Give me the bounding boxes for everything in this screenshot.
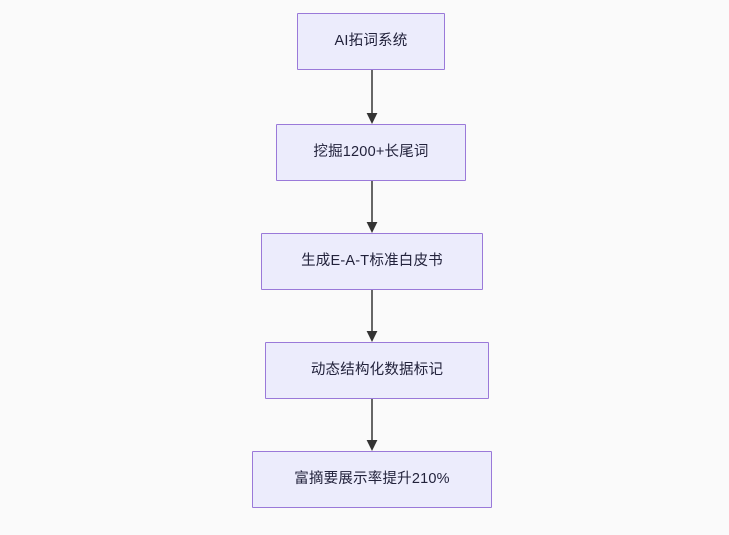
flow-node-2[interactable]: 挖掘1200+长尾词	[276, 124, 466, 181]
flow-node-4[interactable]: 动态结构化数据标记	[265, 342, 489, 399]
flow-edge-4-5	[363, 399, 381, 451]
flow-node-2-label: 挖掘1200+长尾词	[313, 143, 429, 160]
flow-node-3[interactable]: 生成E-A-T标准白皮书	[261, 233, 483, 290]
flow-edge-3-4	[363, 290, 381, 342]
flow-edge-1-2	[363, 70, 381, 124]
flow-node-1-label: AI拓词系统	[334, 32, 408, 49]
flow-node-4-label: 动态结构化数据标记	[310, 361, 444, 378]
flow-node-5-label: 富摘要展示率提升210%	[294, 470, 450, 487]
flow-edge-2-3	[363, 181, 381, 233]
flow-node-5[interactable]: 富摘要展示率提升210%	[252, 451, 492, 508]
flow-node-1[interactable]: AI拓词系统	[297, 13, 445, 70]
flow-node-3-label: 生成E-A-T标准白皮书	[301, 252, 443, 269]
